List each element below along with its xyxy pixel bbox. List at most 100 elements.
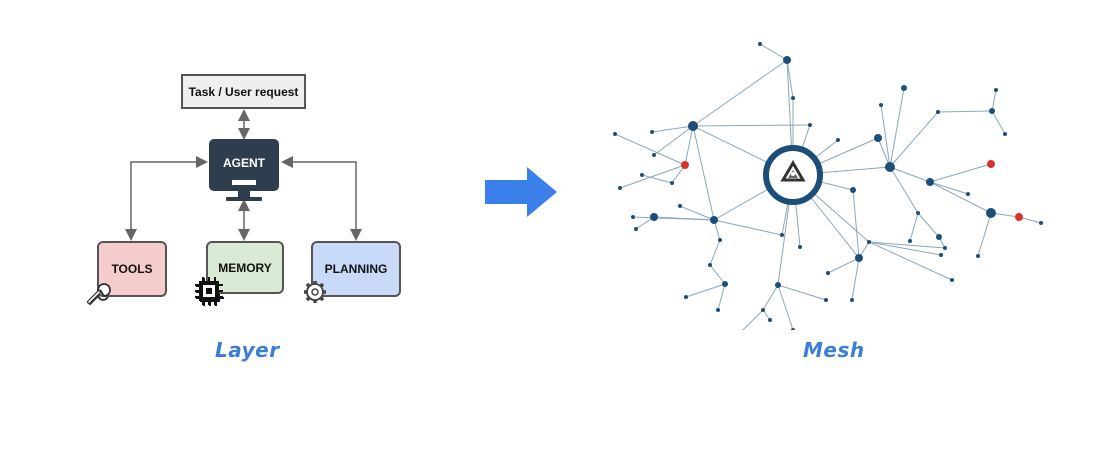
- mesh-network: [613, 42, 1043, 330]
- right-arrow-icon: [485, 167, 557, 217]
- mesh-edge: [880, 104, 891, 168]
- mesh-node: [768, 318, 772, 322]
- mesh-edge: [641, 174, 673, 184]
- mesh-node: [1003, 132, 1007, 136]
- computer-monitor-icon: [209, 139, 279, 201]
- mesh-node: [710, 216, 718, 224]
- mesh-edge: [877, 137, 891, 168]
- mesh-edge: [889, 166, 919, 214]
- mesh-node: [761, 308, 765, 312]
- mesh-node: [874, 134, 882, 142]
- mesh-edge: [653, 216, 715, 221]
- mesh-edge: [614, 133, 686, 166]
- mesh-edge: [868, 241, 953, 281]
- mesh-edge: [777, 284, 794, 330]
- mesh-node: [722, 281, 728, 287]
- mesh-highlight-node: [987, 160, 995, 168]
- mesh-edge: [742, 309, 764, 330]
- mesh-node: [613, 132, 617, 136]
- mesh-edge: [909, 212, 919, 242]
- mesh-edge: [889, 87, 905, 168]
- mesh-edge: [709, 239, 721, 266]
- mesh-highlight-node: [681, 161, 689, 169]
- planning-box: PLANNING: [311, 241, 401, 297]
- mesh-node: [855, 254, 863, 262]
- mesh-node: [670, 181, 674, 185]
- mesh-node: [916, 211, 920, 215]
- mesh-edge: [929, 181, 992, 214]
- mesh-node: [808, 123, 812, 127]
- mesh-node: [867, 240, 871, 244]
- mesh-caption: Mesh: [803, 338, 865, 362]
- mesh-edge: [889, 111, 939, 168]
- mesh-node: [939, 253, 943, 257]
- layer-diagram: Task / User request AGENT TOOLS MEMORY P…: [0, 0, 420, 470]
- mesh-edge: [762, 309, 771, 321]
- mesh-node: [716, 308, 720, 312]
- layer-connectors: [89, 109, 362, 306]
- mesh-edge: [929, 163, 992, 183]
- mesh-edge: [717, 283, 726, 311]
- mesh-edge: [759, 43, 788, 61]
- mesh-node: [708, 263, 712, 267]
- mesh-edge: [827, 257, 860, 274]
- mesh-node: [640, 173, 644, 177]
- mesh-node: [688, 121, 698, 131]
- mesh-node: [634, 227, 638, 231]
- mesh-edge: [937, 110, 993, 113]
- mesh-node: [943, 246, 947, 250]
- mesh-node: [936, 110, 940, 114]
- mesh-edge: [685, 283, 726, 298]
- mesh-edge: [991, 89, 997, 112]
- mesh-edge: [619, 164, 686, 189]
- memory-label: MEMORY: [218, 260, 272, 275]
- mesh-node: [936, 234, 942, 240]
- mesh-node: [791, 96, 795, 100]
- mesh-highlight-node: [1015, 213, 1023, 221]
- mesh-node: [879, 103, 883, 107]
- mesh-edge: [777, 284, 827, 301]
- mesh-edge: [852, 189, 860, 259]
- mesh-node: [966, 192, 970, 196]
- mesh-edge: [653, 125, 694, 156]
- tools-box: TOOLS: [97, 241, 167, 297]
- mesh-edge: [851, 257, 860, 301]
- mesh-node: [926, 178, 934, 186]
- mesh-node: [885, 162, 895, 172]
- agent-label: AGENT: [223, 156, 265, 170]
- mesh-node: [901, 85, 907, 91]
- mesh-node: [798, 245, 802, 249]
- mesh-node: [976, 254, 980, 258]
- mesh-edge: [692, 125, 715, 221]
- mesh-node: [678, 204, 682, 208]
- mesh-edge: [762, 284, 779, 311]
- mesh-edge: [991, 110, 1006, 135]
- mesh-edge: [786, 59, 794, 99]
- mesh-node: [718, 238, 722, 242]
- mesh-node: [758, 42, 762, 46]
- mesh-node: [989, 108, 995, 114]
- mesh-nodes: [613, 42, 1043, 330]
- mesh-edge: [917, 212, 940, 238]
- mesh-edge: [868, 241, 942, 256]
- mesh-node: [836, 138, 840, 142]
- mesh-edge: [684, 125, 694, 166]
- mesh-edge: [868, 241, 946, 249]
- mesh-edge: [709, 264, 726, 285]
- mesh-edge: [929, 181, 969, 195]
- mesh-node: [1039, 221, 1043, 225]
- mesh-node: [994, 88, 998, 92]
- mesh-node: [631, 215, 635, 219]
- mesh-node: [850, 298, 854, 302]
- mesh-node: [783, 56, 791, 64]
- mesh-hub: [763, 145, 823, 205]
- layer-caption: Layer: [215, 338, 280, 362]
- memory-box: MEMORY: [206, 241, 284, 294]
- agent-tools-connector: [125, 156, 208, 241]
- task-label: Task / User request: [188, 84, 299, 99]
- recycle-logo-icon: [780, 160, 806, 182]
- mesh-edge: [713, 219, 783, 236]
- mesh-node: [780, 233, 784, 237]
- mesh-node: [986, 208, 996, 218]
- mesh-edge: [679, 205, 715, 221]
